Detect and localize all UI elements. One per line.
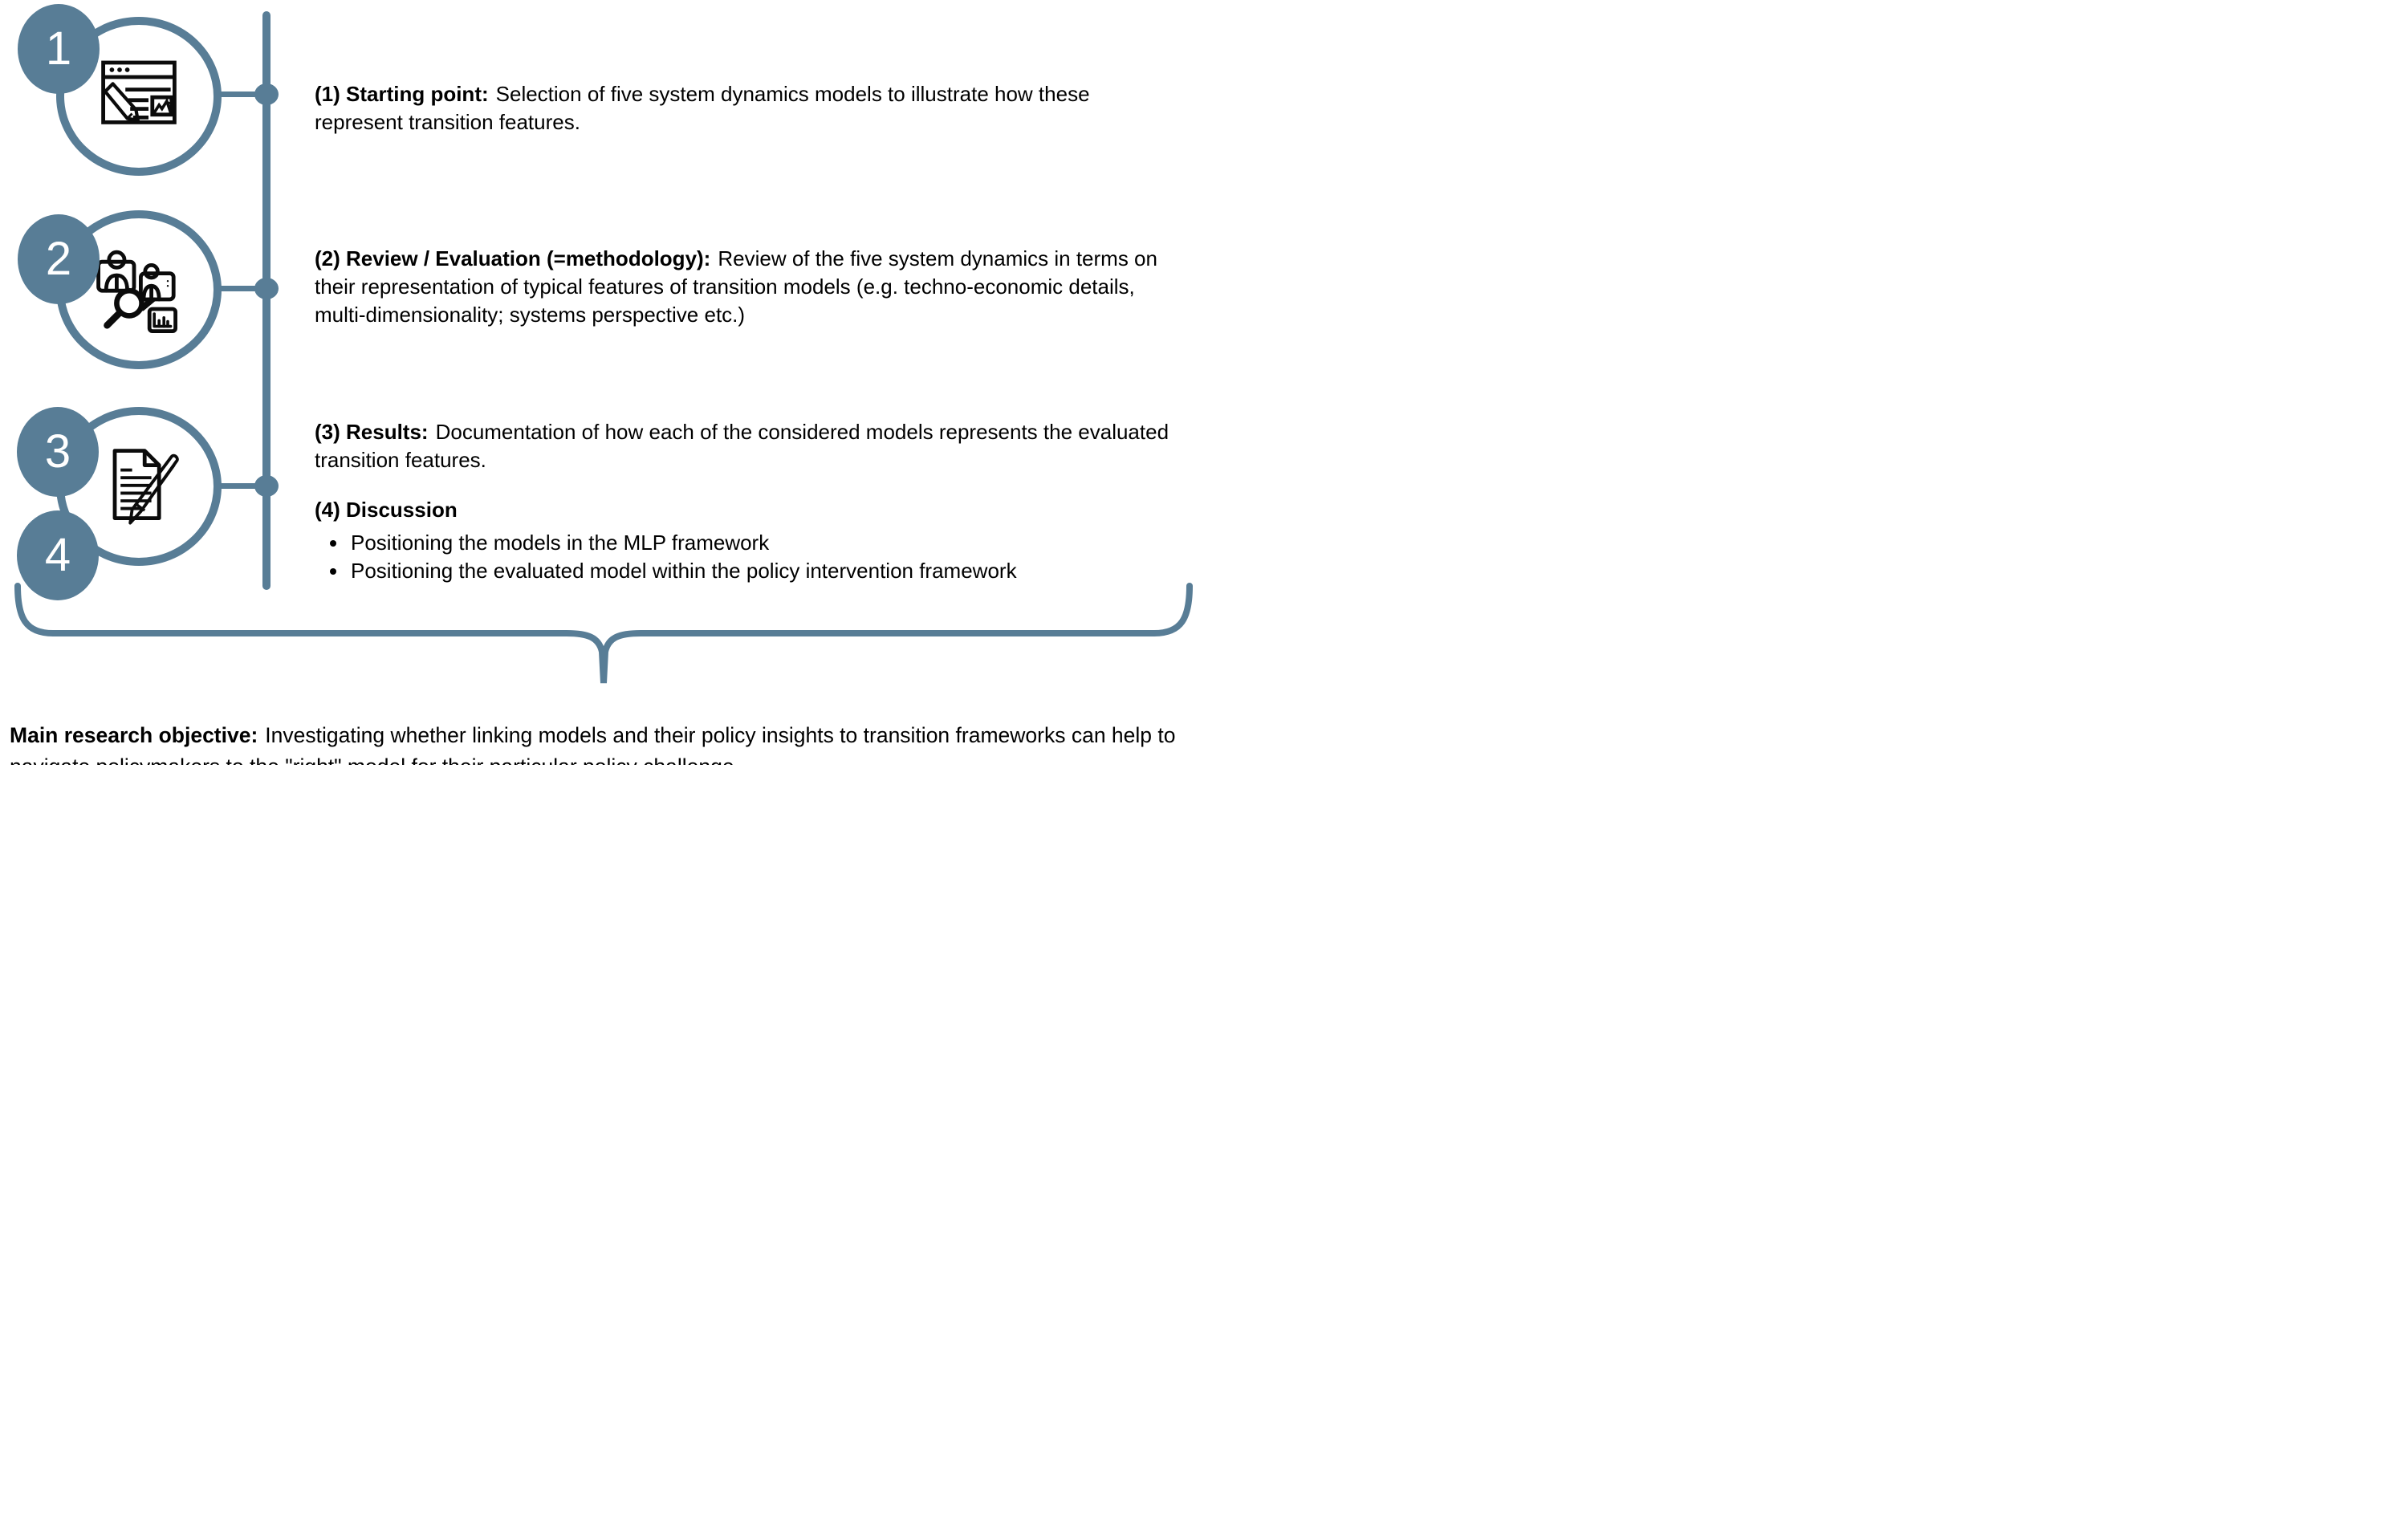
step-badge-4: 4 bbox=[17, 510, 99, 600]
step-3-lead: (3) Results: bbox=[315, 420, 429, 444]
curly-brace bbox=[0, 574, 1204, 690]
badge-number-2: 2 bbox=[45, 233, 72, 285]
step-2-lead: (2) Review / Evaluation (=methodology): bbox=[315, 246, 711, 270]
step-badge-3: 3 bbox=[17, 407, 99, 497]
main-objective-text: Main research objective:Investigating wh… bbox=[10, 698, 1199, 766]
connector-line-2 bbox=[218, 286, 270, 291]
bullet-item: Positioning the models in the MLP framew… bbox=[348, 529, 1170, 557]
step-circle-1 bbox=[56, 17, 222, 176]
step-text-2: (2) Review / Evaluation (=methodology):R… bbox=[315, 245, 1170, 329]
timeline-dot-1 bbox=[254, 83, 279, 105]
step-2-body: Review of the five system dynamics in te… bbox=[315, 246, 1157, 327]
browser-edit-icon bbox=[101, 60, 177, 124]
step-3-body: Documentation of how each of the conside… bbox=[315, 420, 1169, 472]
timeline-dot-2 bbox=[254, 278, 279, 299]
bullet-item: Positioning the evaluated model within t… bbox=[348, 557, 1170, 585]
step-1-lead: (1) Starting point: bbox=[315, 82, 489, 106]
people-search-icon bbox=[96, 250, 177, 333]
connector-line-1 bbox=[218, 91, 270, 97]
step-badge-1: 1 bbox=[18, 4, 100, 94]
step-badge-2: 2 bbox=[18, 214, 100, 304]
badge-number-1: 1 bbox=[45, 22, 72, 75]
main-objective-lead: Main research objective: bbox=[10, 722, 258, 747]
timeline-line bbox=[262, 11, 270, 590]
connector-line-3 bbox=[218, 483, 270, 489]
discussion-heading: (4) Discussion bbox=[315, 498, 458, 522]
discussion-bullet-list: Positioning the models in the MLP framew… bbox=[315, 529, 1170, 585]
timeline-dot-3 bbox=[254, 475, 279, 497]
badge-number-3: 3 bbox=[44, 425, 71, 478]
step-text-4: (4) Discussion Positioning the models in… bbox=[315, 496, 1170, 585]
step-1-body: Selection of five system dynamics models… bbox=[315, 82, 1090, 134]
badge-number-4: 4 bbox=[44, 529, 71, 581]
main-objective-body: Investigating whether linking models and… bbox=[10, 722, 1176, 766]
methodology-diagram: 1 2 3 4 (1) Starting point:Selection of … bbox=[0, 0, 1204, 765]
document-pen-icon bbox=[112, 449, 179, 525]
step-text-3: (3) Results:Documentation of how each of… bbox=[315, 418, 1170, 474]
step-text-1: (1) Starting point:Selection of five sys… bbox=[315, 80, 1170, 136]
